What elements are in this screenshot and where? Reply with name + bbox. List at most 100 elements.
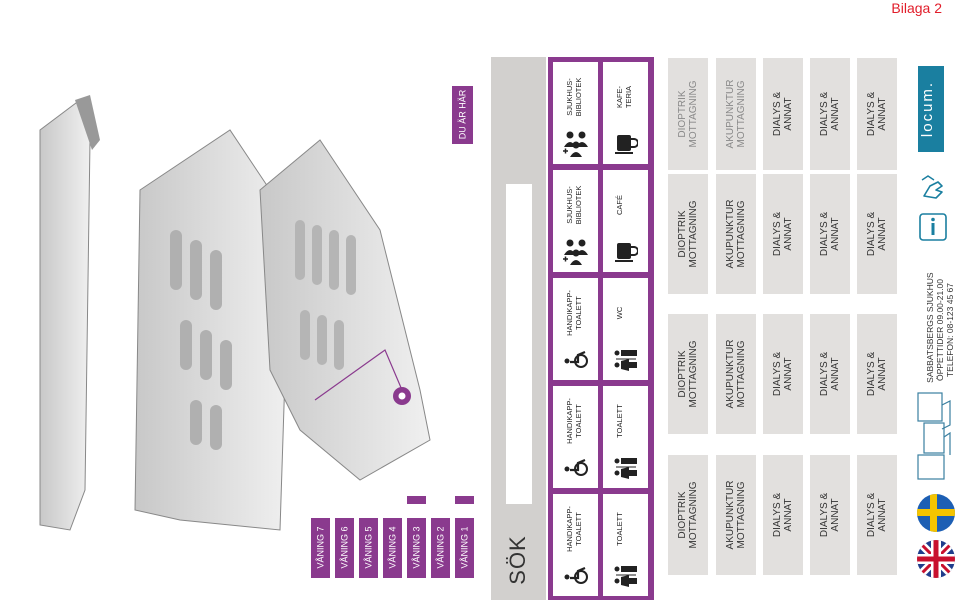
search-input[interactable] [506,184,532,504]
floor-tab-label: VÅNING 1 [459,526,470,569]
swedish-flag-icon[interactable] [917,494,955,532]
facility-label: TOALETT [615,512,624,546]
search-label: SÖK [505,535,530,585]
wheelchair-icon [557,344,594,374]
floor-tab-3[interactable]: VÅNING 3 [407,518,426,578]
facility-label: KAFE- TERIA [615,85,633,109]
you-are-here-tab: DU ÄR HÄR [452,86,473,144]
coffee-cup-icon [607,128,644,158]
facility-row2-3[interactable]: WC [603,278,648,380]
department-col5-4[interactable]: DIALYS & ANNAT [857,58,897,170]
floor-tab-6[interactable]: VÅNING 6 [335,518,354,578]
department-col1-2[interactable]: DIOPTRIK MOTTAGNING [668,314,708,434]
facility-row2-5[interactable]: KAFE- TERIA [603,62,648,164]
department-col4-1[interactable]: DIALYS & ANNAT [810,455,850,575]
department-col5-1[interactable]: DIALYS & ANNAT [857,455,897,575]
facility-label: SJUKHUS- BIBLIOTEK [565,77,583,117]
department-col4-4[interactable]: DIALYS & ANNAT [810,58,850,170]
floor-tab-4[interactable]: VÅNING 4 [383,518,402,578]
hospital-building-icon [917,392,951,480]
floor-tab-label: VÅNING 3 [411,526,422,569]
info-icon[interactable] [918,212,948,242]
building-right [259,139,431,481]
department-col3-4[interactable]: DIALYS & ANNAT [763,58,803,170]
department-label: DIALYS & ANNAT [866,351,888,397]
you-are-here-label: DU ÄR HÄR [457,89,468,140]
facility-row2-1[interactable]: TOALETT [603,494,648,596]
uk-flag-icon[interactable] [917,540,955,578]
floor-tab-5[interactable]: VÅNING 5 [359,518,378,578]
department-label: DIALYS & ANNAT [866,492,888,538]
department-col5-3[interactable]: DIALYS & ANNAT [857,174,897,294]
floor-active-marker [455,496,474,504]
wheelchair-icon [557,452,594,482]
people-icon [557,128,594,158]
department-col1-4[interactable]: DIOPTRIK MOTTAGNING [668,58,708,170]
floor-tab-1[interactable]: VÅNING 1 [455,518,474,578]
department-label: DIALYS & ANNAT [772,351,794,397]
floor-map[interactable] [30,70,450,540]
facility-row1-5[interactable]: SJUKHUS- BIBLIOTEK [553,62,598,164]
department-col1-1[interactable]: DIOPTRIK MOTTAGNING [668,455,708,575]
department-label: DIALYS & ANNAT [866,211,888,257]
department-label: DIALYS & ANNAT [819,91,841,137]
department-label: DIALYS & ANNAT [819,351,841,397]
department-col3-1[interactable]: DIALYS & ANNAT [763,455,803,575]
facility-label: TOALETT [615,404,624,438]
department-label: DIALYS & ANNAT [819,492,841,538]
restroom-icon [607,452,644,482]
restroom-icon [607,560,644,590]
wheelchair-icon [557,560,594,590]
floor-tab-label: VÅNING 7 [315,526,326,569]
department-col2-3[interactable]: AKUPUNKTUR MOTTAGNING [716,174,756,294]
department-label: AKUPUNKTUR MOTTAGNING [725,79,747,149]
facility-label: CAFÉ [615,195,624,216]
department-label: AKUPUNKTUR MOTTAGNING [725,199,747,269]
department-col2-1[interactable]: AKUPUNKTUR MOTTAGNING [716,455,756,575]
department-label: DIALYS & ANNAT [772,492,794,538]
facility-label: SJUKHUS- BIBLIOTEK [565,185,583,225]
department-label: DIOPTRIK MOTTAGNING [677,340,699,408]
facility-row2-2[interactable]: TOALETT [603,386,648,488]
department-col4-2[interactable]: DIALYS & ANNAT [810,314,850,434]
locum-logo: locum. [918,66,944,152]
floor-tab-label: VÅNING 4 [387,526,398,569]
facility-label: HANDIKAPP- TOALETT [565,290,583,336]
facility-row2-4[interactable]: CAFÉ [603,170,648,272]
brand-name: locum. [919,80,936,138]
facility-label: HANDIKAPP- TOALETT [565,398,583,444]
floor-tab-label: VÅNING 5 [363,526,374,569]
sign-language-icon[interactable] [918,172,948,204]
search-panel: SÖK [491,57,546,600]
coffee-cup-icon [607,236,644,266]
floor-active-marker [407,496,426,504]
you-are-here-pin-icon [393,387,411,405]
appendix-label: Bilaga 2 [891,0,942,16]
people-icon [557,236,594,266]
facility-row1-3[interactable]: HANDIKAPP- TOALETT [553,278,598,380]
facility-row1-4[interactable]: SJUKHUS- BIBLIOTEK [553,170,598,272]
building-left [39,95,100,531]
floor-tab-2[interactable]: VÅNING 2 [431,518,450,578]
department-label: DIOPTRIK MOTTAGNING [677,481,699,549]
department-col1-3[interactable]: DIOPTRIK MOTTAGNING [668,174,708,294]
facility-label: WC [615,306,624,320]
floor-tab-label: VÅNING 6 [339,526,350,569]
restroom-icon [607,344,644,374]
department-label: DIOPTRIK MOTTAGNING [677,200,699,268]
department-label: AKUPUNKTUR MOTTAGNING [725,480,747,550]
department-col2-2[interactable]: AKUPUNKTUR MOTTAGNING [716,314,756,434]
department-col3-2[interactable]: DIALYS & ANNAT [763,314,803,434]
floor-tab-7[interactable]: VÅNING 7 [311,518,330,578]
facility-label: HANDIKAPP- TOALETT [565,506,583,552]
department-col5-2[interactable]: DIALYS & ANNAT [857,314,897,434]
hospital-info-text: SABBATSBERGS SJUKHUS ÖPPETTIDER 09.00-21… [925,272,955,383]
facility-row1-2[interactable]: HANDIKAPP- TOALETT [553,386,598,488]
department-col2-4[interactable]: AKUPUNKTUR MOTTAGNING [716,58,756,170]
department-col3-3[interactable]: DIALYS & ANNAT [763,174,803,294]
facilities-panel: HANDIKAPP- TOALETT HANDIKAPP- TOALETT HAND… [548,57,654,600]
facility-row1-1[interactable]: HANDIKAPP- TOALETT [553,494,598,596]
department-label: DIALYS & ANNAT [772,211,794,257]
department-label: DIALYS & ANNAT [819,211,841,257]
department-col4-3[interactable]: DIALYS & ANNAT [810,174,850,294]
